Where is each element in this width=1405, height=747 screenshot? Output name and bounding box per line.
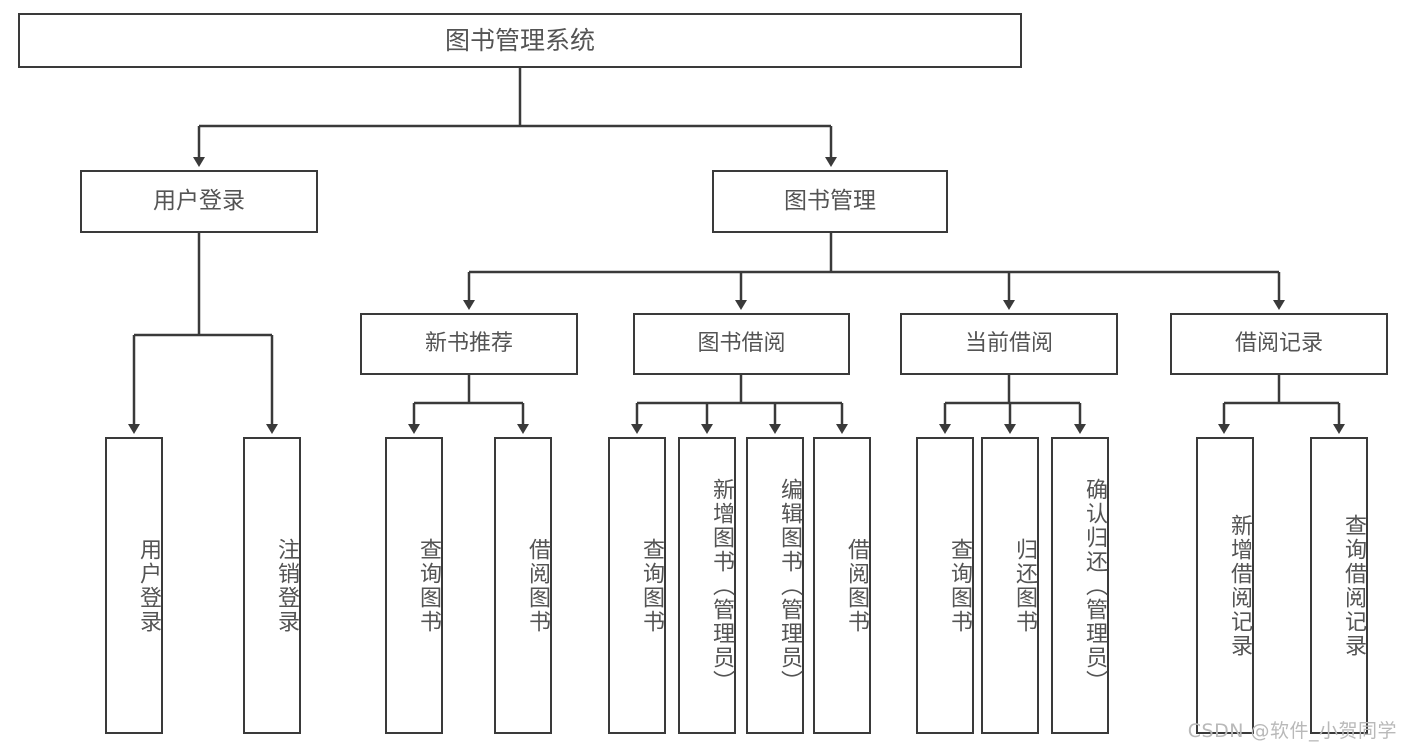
leaf-current-borrow-return-book[interactable]: 归还图书 [981, 437, 1039, 734]
leaf-borrow-record-add-record[interactable]: 新增借阅记录 [1196, 437, 1254, 734]
leaf-borrow-record-query-record[interactable]: 查询借阅记录 [1310, 437, 1368, 734]
leaf-book-borrow-add-book-admin[interactable]: 新增图书（管理员） [678, 437, 736, 734]
leaf-book-borrow-query-book[interactable]: 查询图书 [608, 437, 666, 734]
node-book-borrow[interactable]: 图书借阅 [633, 313, 850, 375]
csdn-watermark: CSDN @软件_小贺同学 [1187, 720, 1397, 742]
leaf-new-book-query-book[interactable]: 查询图书 [385, 437, 443, 734]
leaf-book-borrow-edit-book-admin[interactable]: 编辑图书（管理员） [746, 437, 804, 734]
node-book-management[interactable]: 图书管理 [712, 170, 948, 233]
node-borrow-record[interactable]: 借阅记录 [1170, 313, 1388, 375]
node-new-book-recommend[interactable]: 新书推荐 [360, 313, 578, 375]
leaf-new-book-borrow-book[interactable]: 借阅图书 [494, 437, 552, 734]
leaf-current-borrow-query-book[interactable]: 查询图书 [916, 437, 974, 734]
leaf-book-borrow-borrow-book[interactable]: 借阅图书 [813, 437, 871, 734]
leaf-user-login-logout[interactable]: 注销登录 [243, 437, 301, 734]
node-user-login[interactable]: 用户登录 [80, 170, 318, 233]
node-root-system[interactable]: 图书管理系统 [18, 13, 1022, 68]
leaf-user-login-login[interactable]: 用户登录 [105, 437, 163, 734]
leaf-current-borrow-confirm-return-admin[interactable]: 确认归还（管理员） [1051, 437, 1109, 734]
node-current-borrow[interactable]: 当前借阅 [900, 313, 1118, 375]
